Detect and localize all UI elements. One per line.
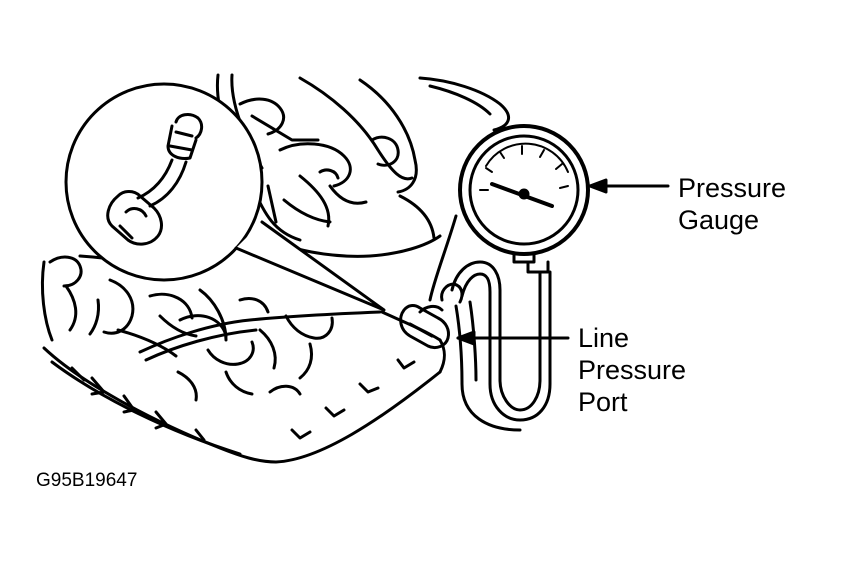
magnified-fitting-detail [64,82,386,312]
pressure-gauge-icon [458,124,590,264]
pressure-gauge-label-line-1: Pressure [678,173,787,203]
pressure-hose [450,260,552,432]
line-pressure-port-label-line-2: Pressure [578,355,687,385]
line-pressure-port-label: Line Pressure Port [578,322,686,418]
figure-code: G95B19647 [36,470,138,491]
line-pressure-port-label-line-1: Line [578,323,630,353]
transmission-case-illustration [40,73,510,464]
pressure-gauge-label-line-2: Gauge [678,205,760,235]
callout-leaders [456,178,670,346]
line-pressure-port-label-line-3: Port [578,387,628,417]
pressure-gauge-label: Pressure Gauge [678,172,786,236]
